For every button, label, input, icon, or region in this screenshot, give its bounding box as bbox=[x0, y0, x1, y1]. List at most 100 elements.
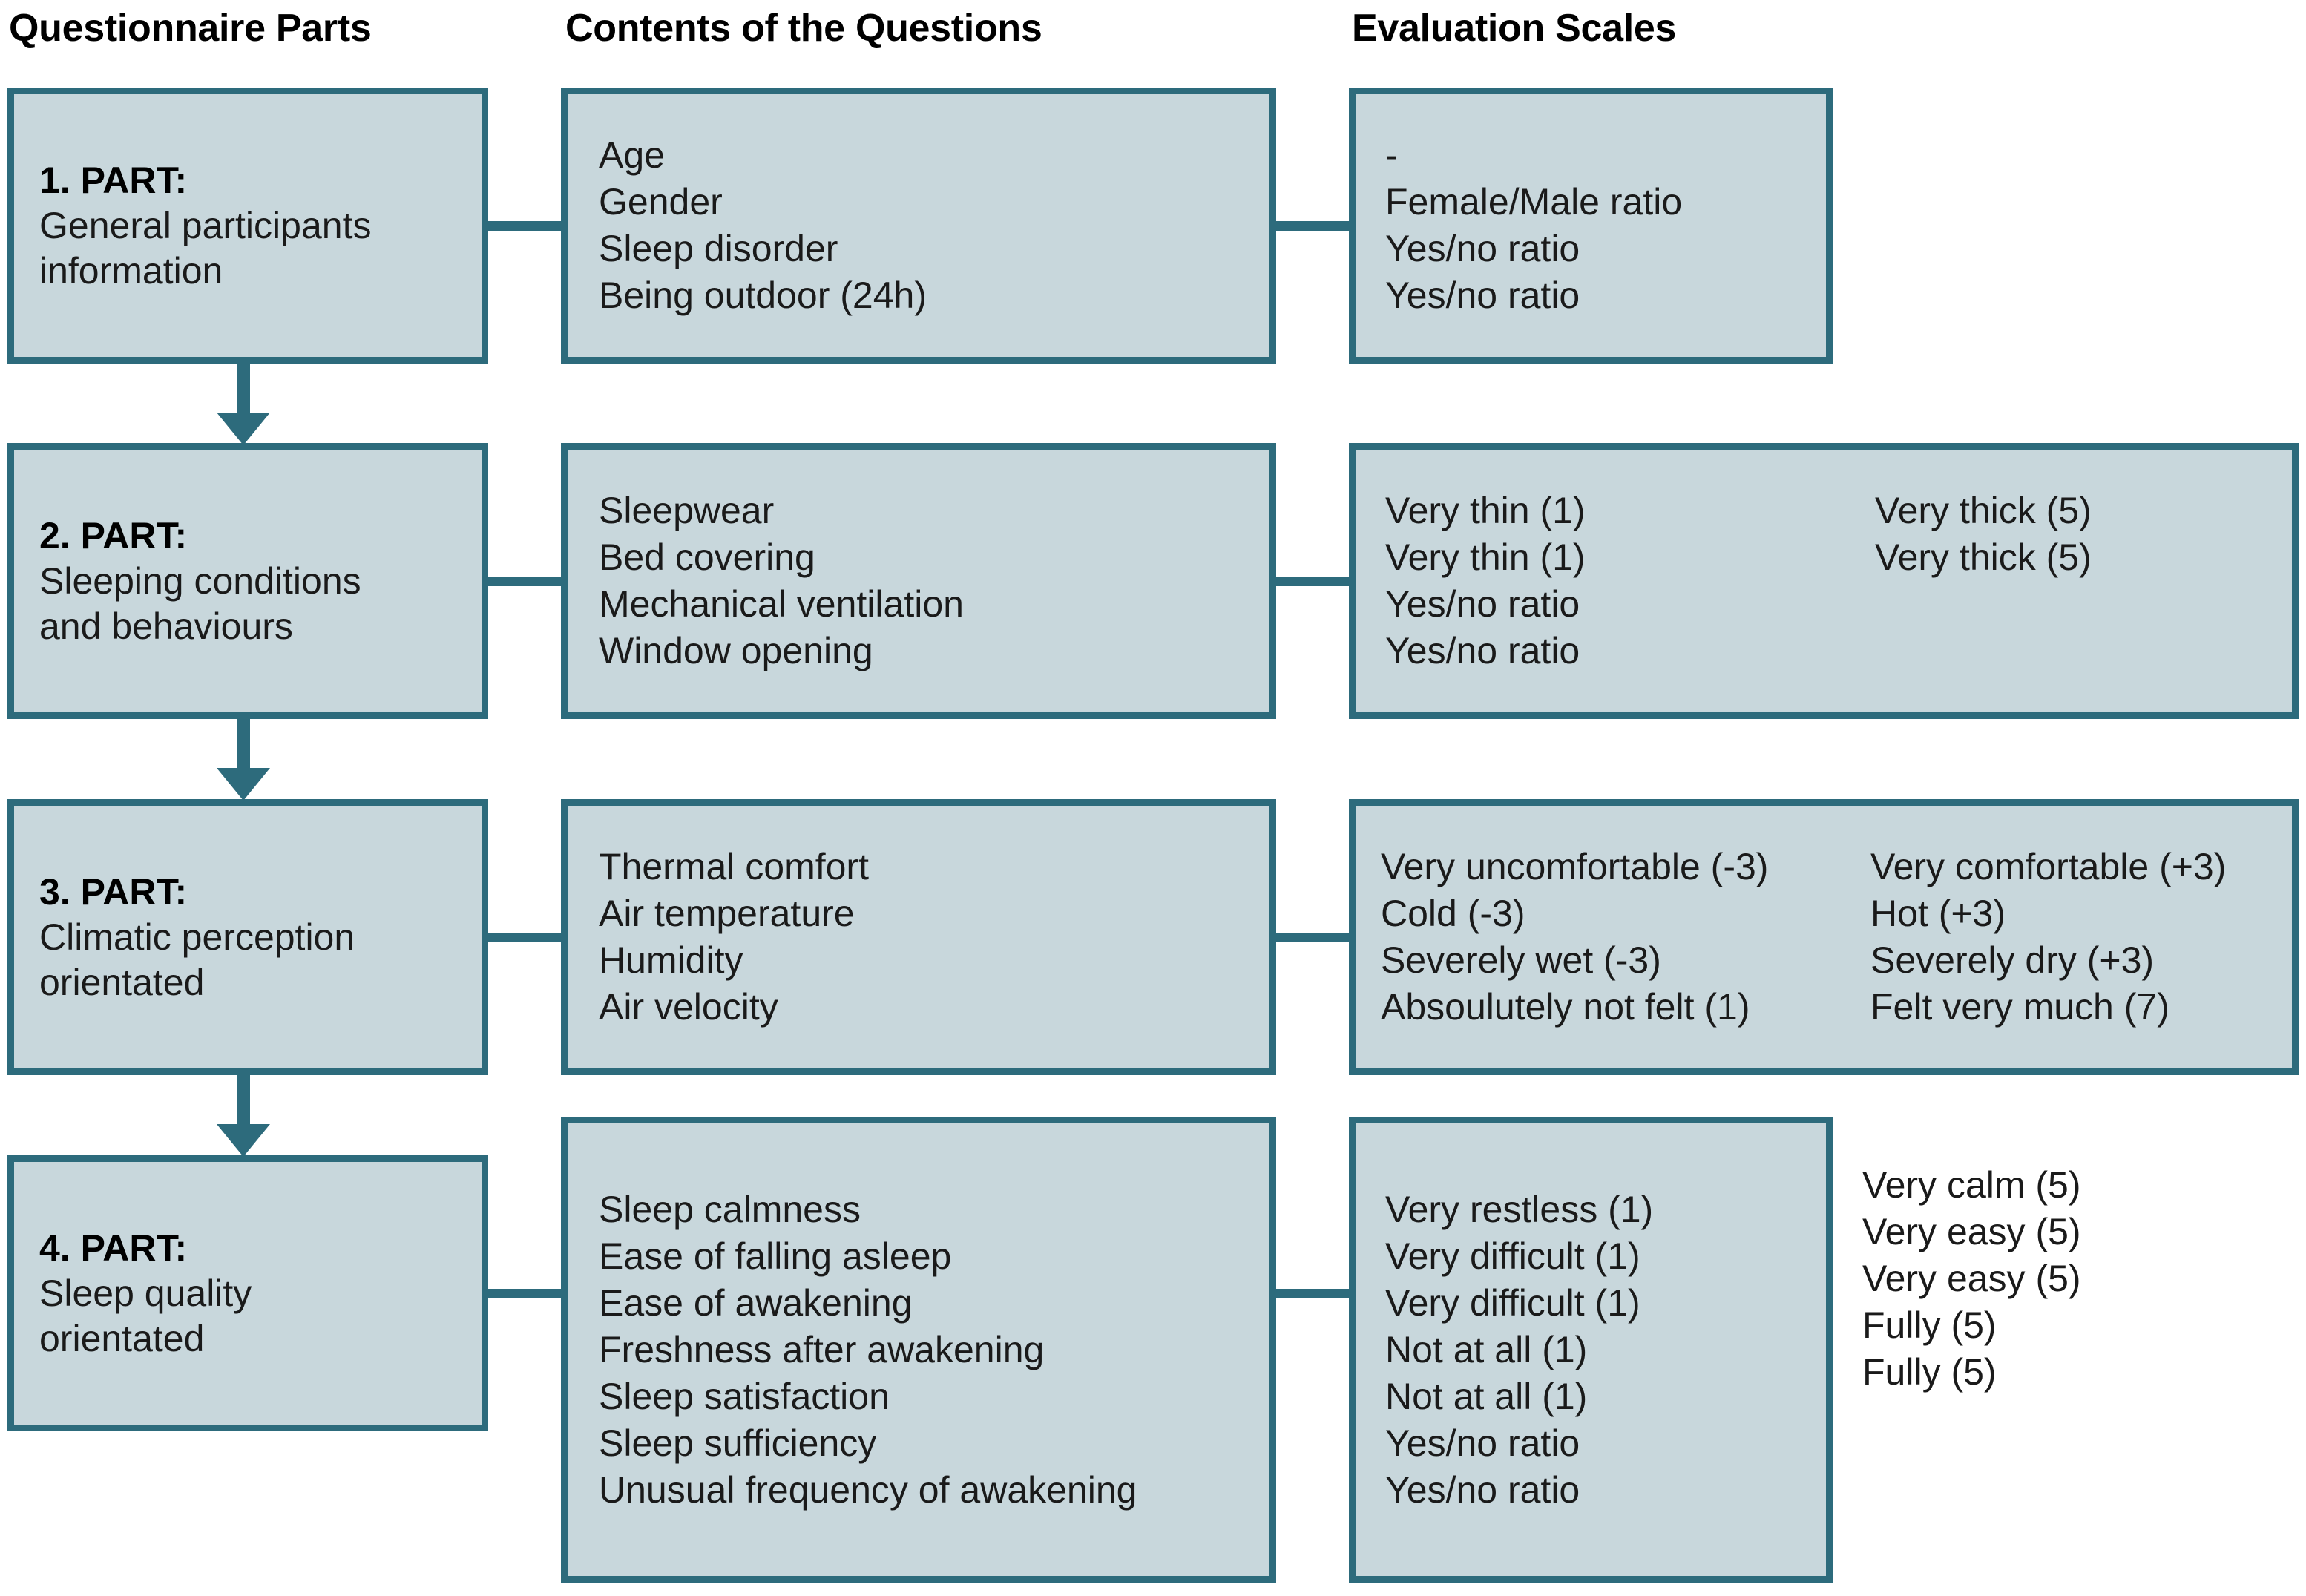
scale-item-right: Felt very much (7) bbox=[1870, 986, 2169, 1028]
question-item: Sleep calmness bbox=[599, 1188, 861, 1230]
question-item: Sleepwear bbox=[599, 490, 775, 531]
scales-list-1: - Female/Male ratio Yes/no ratio Yes/no … bbox=[1385, 132, 1826, 319]
question-item: Bed covering bbox=[599, 536, 815, 578]
scale-item-right: Very calm (5) bbox=[1862, 1164, 2081, 1206]
scale-item-left: Cold (-3) bbox=[1381, 893, 1525, 934]
questions-list-1: Age Gender Sleep disorder Being outdoor … bbox=[599, 132, 1269, 319]
scale-item-right: Very easy (5) bbox=[1862, 1258, 2081, 1299]
part-box-1[interactable]: 1. PART: General participants informatio… bbox=[7, 88, 488, 364]
connector-part1-to-questions1 bbox=[484, 221, 565, 231]
part-4-title: 4. PART: bbox=[39, 1226, 188, 1269]
scales-box-2[interactable]: Very thin (1) Very thick (5) Very thin (… bbox=[1349, 443, 2299, 719]
scale-item-right: Very easy (5) bbox=[1862, 1211, 2081, 1252]
question-item: Humidity bbox=[599, 939, 743, 981]
scale-item-left: Absoulutely not felt (1) bbox=[1381, 986, 1750, 1028]
scale-item-left: Not at all (1) bbox=[1385, 1375, 1588, 1417]
scales-box-1-content: - Female/Male ratio Yes/no ratio Yes/no … bbox=[1356, 94, 1826, 357]
question-item: Ease of awakening bbox=[599, 1281, 913, 1324]
scale-item-left: - bbox=[1385, 134, 1398, 176]
part-box-3-content: 3. PART: Climatic perception orientated bbox=[14, 806, 482, 1068]
scale-item-right: Hot (+3) bbox=[1870, 893, 2006, 934]
questions-box-4[interactable]: Sleep calmness Ease of falling asleep Ea… bbox=[561, 1117, 1276, 1583]
questions-box-1[interactable]: Age Gender Sleep disorder Being outdoor … bbox=[561, 88, 1276, 364]
scale-item-right: Fully (5) bbox=[1862, 1351, 1997, 1393]
scale-item-left: Very uncomfortable (-3) bbox=[1381, 846, 1769, 887]
part-box-2[interactable]: 2. PART: Sleeping conditions and behavio… bbox=[7, 443, 488, 719]
scale-item-left: Not at all (1) bbox=[1385, 1328, 1588, 1370]
scale-item-left: Yes/no ratio bbox=[1385, 228, 1580, 269]
connector-questions3-to-scales3 bbox=[1272, 933, 1353, 942]
question-item: Window opening bbox=[599, 630, 873, 671]
part-box-4-content: 4. PART: Sleep quality orientated bbox=[14, 1162, 482, 1425]
part-4-desc-line-1: Sleep quality bbox=[39, 1272, 252, 1314]
part-3-desc-line-1: Climatic perception bbox=[39, 916, 355, 958]
scales-list-4: Very restless (1) Very difficult (1) Ver… bbox=[1385, 1186, 1826, 1514]
part-2-desc-line-1: Sleeping conditions bbox=[39, 559, 361, 602]
question-item: Sleep disorder bbox=[599, 228, 838, 269]
arrow-shaft-part3-part4 bbox=[237, 1074, 250, 1127]
part-2-desc-line-2: and behaviours bbox=[39, 605, 293, 647]
question-item: Freshness after awakening bbox=[599, 1328, 1045, 1370]
column-header-questionnaire-parts: Questionnaire Parts bbox=[9, 7, 372, 50]
scale-item-right: Very thick (5) bbox=[1875, 490, 2092, 531]
question-item: Being outdoor (24h) bbox=[599, 275, 927, 316]
scales-box-1[interactable]: - Female/Male ratio Yes/no ratio Yes/no … bbox=[1349, 88, 1833, 364]
column-header-contents-of-questions: Contents of the Questions bbox=[565, 7, 1042, 50]
questions-box-1-content: Age Gender Sleep disorder Being outdoor … bbox=[568, 94, 1269, 357]
scale-item-right: Fully (5) bbox=[1862, 1304, 1997, 1346]
scale-item-left: Very difficult (1) bbox=[1385, 1235, 1640, 1277]
part-box-1-content: 1. PART: General participants informatio… bbox=[14, 94, 482, 357]
part-4-desc-line-2: orientated bbox=[39, 1317, 205, 1359]
scale-item-left: Yes/no ratio bbox=[1385, 1422, 1580, 1464]
scales-box-3[interactable]: Very uncomfortable (-3) Very comfortable… bbox=[1349, 799, 2299, 1075]
connector-part4-to-questions4 bbox=[484, 1289, 565, 1298]
scales-box-3-content: Very uncomfortable (-3) Very comfortable… bbox=[1356, 806, 2292, 1068]
question-item: Mechanical ventilation bbox=[599, 583, 964, 625]
scales-box-2-content: Very thin (1) Very thick (5) Very thin (… bbox=[1356, 450, 2292, 712]
part-3-title: 3. PART: bbox=[39, 870, 188, 913]
part-box-4[interactable]: 4. PART: Sleep quality orientated bbox=[7, 1155, 488, 1431]
scales-list-3: Very uncomfortable (-3) Very comfortable… bbox=[1381, 844, 2292, 1031]
connector-part3-to-questions3 bbox=[484, 933, 565, 942]
column-header-evaluation-scales: Evaluation Scales bbox=[1352, 7, 1677, 50]
question-item: Air temperature bbox=[599, 893, 855, 934]
part-2-title: 2. PART: bbox=[39, 514, 188, 556]
questions-box-3-content: Thermal comfort Air temperature Humidity… bbox=[568, 806, 1269, 1068]
scale-item-left: Very thin (1) bbox=[1385, 490, 1586, 531]
scale-item-left: Yes/no ratio bbox=[1385, 1468, 1580, 1511]
part-3-description: Climatic perception orientated bbox=[39, 915, 482, 1005]
part-3-desc-line-2: orientated bbox=[39, 961, 205, 1003]
question-item: Gender bbox=[599, 181, 723, 223]
question-item: Sleep sufficiency bbox=[599, 1422, 877, 1464]
questions-list-4: Sleep calmness Ease of falling asleep Ea… bbox=[599, 1186, 1269, 1514]
scale-item-right: Very comfortable (+3) bbox=[1870, 846, 2227, 887]
part-1-title: 1. PART: bbox=[39, 159, 188, 201]
part-1-desc-line-1: General participants bbox=[39, 204, 372, 246]
arrow-shaft-part2-part3 bbox=[237, 717, 250, 771]
questions-box-2[interactable]: Sleepwear Bed covering Mechanical ventil… bbox=[561, 443, 1276, 719]
question-item: Unusual frequency of awakening bbox=[599, 1468, 1137, 1511]
connector-questions4-to-scales4 bbox=[1272, 1289, 1353, 1298]
scale-item-left: Very difficult (1) bbox=[1385, 1281, 1640, 1324]
part-4-description: Sleep quality orientated bbox=[39, 1271, 482, 1362]
scales-list-2: Very thin (1) Very thick (5) Very thin (… bbox=[1385, 487, 2292, 674]
scale-item-right bbox=[1875, 628, 2292, 674]
part-box-3[interactable]: 3. PART: Climatic perception orientated bbox=[7, 799, 488, 1075]
scale-item-right: Severely dry (+3) bbox=[1870, 939, 2155, 981]
part-1-description: General participants information bbox=[39, 203, 482, 294]
scale-item-right: Very thick (5) bbox=[1875, 536, 2092, 578]
scale-item-left: Severely wet (-3) bbox=[1381, 939, 1661, 981]
scale-item-left: Yes/no ratio bbox=[1385, 583, 1580, 625]
scales-box-4-content: Very restless (1) Very difficult (1) Ver… bbox=[1356, 1123, 1826, 1576]
question-item: Sleep satisfaction bbox=[599, 1375, 890, 1417]
part-2-description: Sleeping conditions and behaviours bbox=[39, 559, 482, 649]
questions-box-3[interactable]: Thermal comfort Air temperature Humidity… bbox=[561, 799, 1276, 1075]
part-1-desc-line-2: information bbox=[39, 249, 223, 292]
scales-box-4[interactable]: Very restless (1) Very difficult (1) Ver… bbox=[1349, 1117, 1833, 1583]
scale-item-left: Female/Male ratio bbox=[1385, 181, 1683, 223]
arrow-head-part1-part2 bbox=[217, 413, 270, 445]
questions-list-2: Sleepwear Bed covering Mechanical ventil… bbox=[599, 487, 1269, 674]
scale-item-left: Very restless (1) bbox=[1385, 1188, 1654, 1230]
arrow-shaft-part1-part2 bbox=[237, 362, 250, 416]
